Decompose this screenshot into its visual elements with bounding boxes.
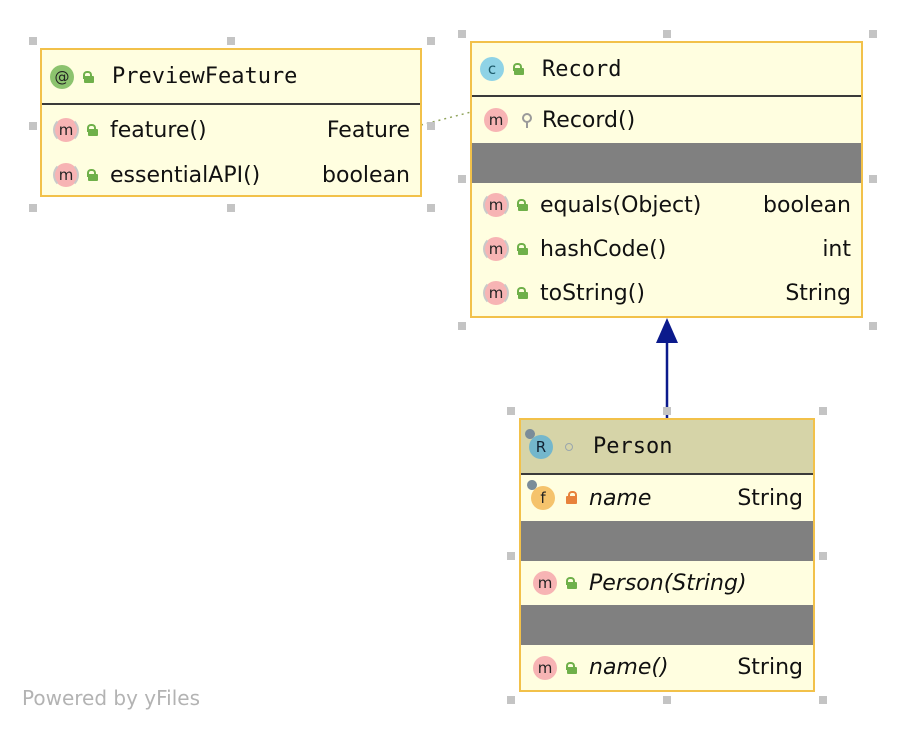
method-return-type: Feature [326,117,410,143]
constructor-name: Person(String) [589,570,747,596]
pin-icon [523,426,537,441]
selection-handle[interactable] [869,175,877,183]
field-icon-letter: f [540,489,546,507]
selection-handle[interactable] [227,37,235,45]
method-icon: m [533,571,557,595]
method-return-type: boolean [763,192,851,218]
method-name: equals(Object) [540,192,702,218]
method-icon: m [53,117,79,143]
method-row[interactable]: m toString() String [472,271,861,315]
selection-handle[interactable] [663,407,671,415]
selection-handle[interactable] [29,204,37,212]
pin-icon [525,478,539,492]
selection-handle[interactable] [507,407,515,415]
method-row[interactable]: m equals(Object) boolean [472,183,861,227]
section-separator [472,143,861,183]
protected-visibility-icon [520,112,532,128]
selection-handle[interactable] [29,122,37,130]
public-visibility-icon [512,63,524,75]
node-title: Record [542,56,622,82]
node-title: PreviewFeature [112,64,298,89]
selection-handle[interactable] [507,696,515,704]
annotation-type-icon: @ [50,64,74,89]
public-visibility-icon [516,287,528,299]
method-icon: m [533,655,557,680]
inheritance-arrowhead [656,318,678,343]
annotation-link [420,111,472,126]
selection-handle[interactable] [663,30,671,38]
node-title: Person [593,434,673,459]
selection-handle[interactable] [819,552,827,560]
field-row[interactable]: f name String [521,475,813,521]
method-name: toString() [540,280,645,306]
method-row[interactable]: m essentialAPI() boolean [42,153,420,197]
field-type: String [737,485,803,511]
method-row[interactable]: m feature() Feature [42,107,420,153]
public-visibility-icon [82,70,94,83]
method-name: hashCode() [540,236,667,262]
method-icon: m [483,236,509,262]
method-icon: m [483,280,509,306]
node-header: c Record [472,43,861,97]
method-return-type: int [822,236,851,262]
method-row[interactable]: m hashCode() int [472,227,861,271]
method-icon: m [483,192,509,218]
method-return-type: String [737,655,803,680]
record-icon: R [523,426,553,459]
node-record[interactable]: c Record m Record() m equals(Object) boo… [470,41,863,318]
package-visibility-icon [563,441,575,453]
node-person[interactable]: R Person f name String m Person(String) … [519,418,815,692]
node-preview-feature[interactable]: @ PreviewFeature m feature() Feature m e… [40,48,422,197]
powered-by-label: Powered by yFiles [22,686,200,710]
class-icon: c [480,57,504,81]
constructor-row[interactable]: m Person(String) [521,561,813,605]
selection-handle[interactable] [29,37,37,45]
selection-handle[interactable] [427,204,435,212]
selection-handle[interactable] [427,37,435,45]
node-header: @ PreviewFeature [42,50,420,105]
selection-handle[interactable] [869,322,877,330]
section-separator [521,605,813,645]
method-name: essentialAPI() [110,162,261,188]
selection-handle[interactable] [869,30,877,38]
public-visibility-icon [86,169,98,181]
private-visibility-icon [565,491,577,504]
selection-handle[interactable] [458,175,466,183]
selection-handle[interactable] [819,407,827,415]
public-visibility-icon [565,661,577,674]
method-icon: m [53,162,79,188]
method-return-type: String [785,280,851,306]
selection-handle[interactable] [507,552,515,560]
constructor-name: Record() [542,107,636,133]
public-visibility-icon [86,124,98,136]
public-visibility-icon [565,577,577,589]
public-visibility-icon [516,199,528,211]
selection-handle[interactable] [458,322,466,330]
node-header: R Person [521,420,813,475]
field-icon: f [525,478,555,510]
public-visibility-icon [516,243,528,255]
method-name: name() [589,655,669,680]
method-name: feature() [110,117,207,143]
method-row[interactable]: m name() String [521,645,813,690]
section-separator [521,521,813,561]
constructor-row[interactable]: m Record() [472,97,861,143]
selection-handle[interactable] [458,30,466,38]
selection-handle[interactable] [819,696,827,704]
selection-handle[interactable] [663,696,671,704]
selection-handle[interactable] [427,122,435,130]
record-icon-letter: R [535,437,547,456]
field-name: name [589,485,652,511]
selection-handle[interactable] [227,204,235,212]
method-icon: m [484,108,508,132]
method-return-type: boolean [322,162,410,188]
